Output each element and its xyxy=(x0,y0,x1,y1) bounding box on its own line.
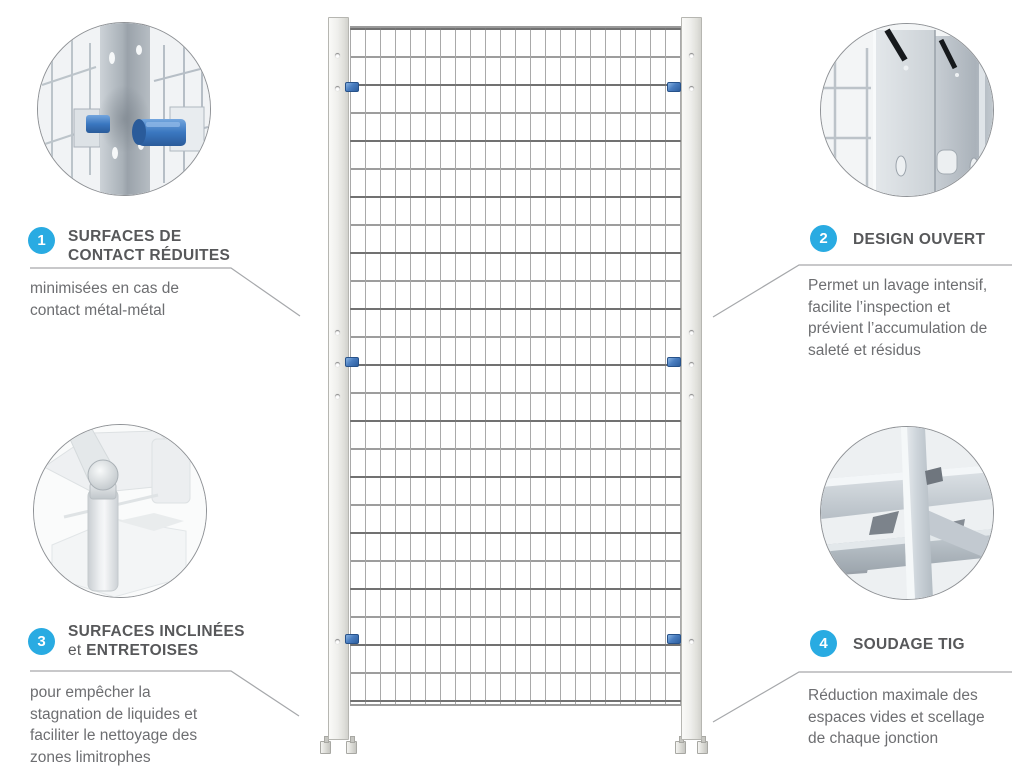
right-post xyxy=(681,17,702,740)
desc-line: Réduction maximale des xyxy=(808,687,978,704)
feature-2-description: Permet un lavage intensif, facilite l’in… xyxy=(808,275,987,361)
contact-clip-render xyxy=(38,23,210,195)
feature-2-title: DESIGN OUVERT xyxy=(853,230,985,249)
leveling-foot xyxy=(346,736,357,754)
desc-line: minimisées en cas de xyxy=(30,280,180,297)
feature-2-number-badge: 2 xyxy=(810,225,837,252)
feature-1-photo xyxy=(37,22,211,196)
post-hole xyxy=(689,330,694,335)
desc-line: stagnation de liquides et xyxy=(30,705,198,723)
post-hole xyxy=(335,362,340,367)
post-hole xyxy=(689,86,694,91)
post-hole xyxy=(689,362,694,367)
title-line: DESIGN OUVERT xyxy=(853,231,986,248)
feature-3-photo xyxy=(33,424,207,598)
feature-4-title: SOUDAGE TIG xyxy=(853,635,965,654)
post-hole xyxy=(335,53,340,58)
leveling-foot xyxy=(675,736,686,754)
mounting-clip xyxy=(667,82,681,92)
wire-mesh-grid xyxy=(350,26,681,706)
post-hole xyxy=(689,53,694,58)
desc-line: prévient l’accumulation de xyxy=(808,320,988,337)
post-hole xyxy=(689,639,694,644)
feature-3-description: pour empêcher la stagnation de liquides … xyxy=(30,682,197,768)
tig-weld-render xyxy=(821,427,993,599)
title-line: SURFACES INCLINÉES xyxy=(68,623,245,640)
title-prefix: et xyxy=(68,642,87,659)
mounting-clip xyxy=(345,634,359,644)
post-hole xyxy=(689,394,694,399)
title-line: et ENTRETOISES xyxy=(68,641,245,660)
post-hole xyxy=(335,639,340,644)
post-hole xyxy=(335,330,340,335)
feature-number: 4 xyxy=(819,635,828,652)
desc-line: saleté et résidus xyxy=(808,341,921,359)
feature-4-description: Réduction maximale des espaces vides et … xyxy=(808,685,985,750)
feature-1-number-badge: 1 xyxy=(28,227,55,254)
desc-line: facilite l’inspection et xyxy=(808,298,951,316)
feature-1-title: SURFACES DE CONTACT RÉDUITES xyxy=(68,227,230,265)
feature-number: 2 xyxy=(819,230,828,247)
desc-line: zones limitrophes xyxy=(30,748,151,766)
mounting-clip xyxy=(345,357,359,367)
title-line: SURFACES DE xyxy=(68,228,182,245)
post-hole xyxy=(335,86,340,91)
feature-4-number-badge: 4 xyxy=(810,630,837,657)
mounting-clip xyxy=(667,634,681,644)
desc-line: faciliter le nettoyage des xyxy=(30,727,198,744)
feature-3-number-badge: 3 xyxy=(28,628,55,655)
feature-4-photo xyxy=(820,426,994,600)
feature-3-title: SURFACES INCLINÉES et ENTRETOISES xyxy=(68,622,245,660)
feature-number: 3 xyxy=(37,633,46,650)
desc-line: pour empêcher la xyxy=(30,684,151,701)
title-line: SOUDAGE TIG xyxy=(853,636,965,653)
desc-line: Permet un lavage intensif, xyxy=(808,277,988,294)
title-line: CONTACT RÉDUITES xyxy=(68,247,231,264)
open-design-render xyxy=(821,24,993,196)
feature-number: 1 xyxy=(37,232,46,249)
title-bold: ENTRETOISES xyxy=(86,642,199,659)
desc-line: contact métal-métal xyxy=(30,301,166,319)
mounting-clip xyxy=(667,357,681,367)
leveling-foot xyxy=(697,736,708,754)
desc-line: espaces vides et scellage xyxy=(808,708,985,726)
feature-1-description: minimisées en cas de contact métal-métal xyxy=(30,278,179,321)
post-hole xyxy=(335,394,340,399)
left-post xyxy=(328,17,349,740)
desc-line: de chaque jonction xyxy=(808,730,939,747)
spacer-render xyxy=(34,425,206,597)
mounting-clip xyxy=(345,82,359,92)
feature-2-photo xyxy=(820,23,994,197)
leveling-foot xyxy=(320,736,331,754)
